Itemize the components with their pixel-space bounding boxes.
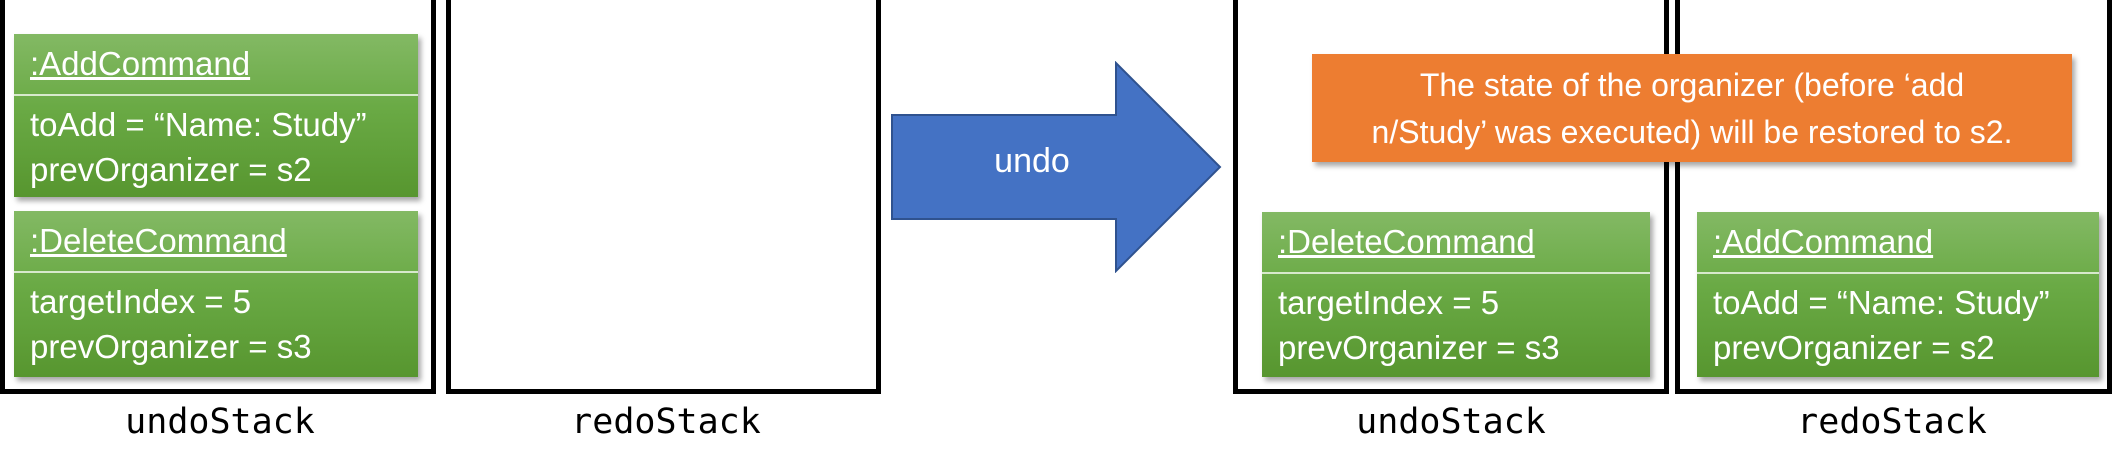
command-title: :DeleteCommand bbox=[1262, 212, 1650, 274]
redo-stack-before bbox=[446, 0, 881, 394]
command-title: :AddCommand bbox=[14, 34, 418, 96]
command-title: :AddCommand bbox=[1697, 212, 2099, 274]
restore-note: The state of the organizer (before ‘add … bbox=[1312, 54, 2072, 162]
command-field-to-add: toAdd = “Name: Study” bbox=[30, 106, 367, 143]
redo-stack-label: redoStack bbox=[571, 402, 761, 442]
undo-arrow-label: undo bbox=[994, 142, 1070, 180]
command-field-prev-organizer: prevOrganizer = s3 bbox=[1278, 329, 1560, 366]
command-field-prev-organizer: prevOrganizer = s2 bbox=[1713, 329, 1995, 366]
undo-stack-after bbox=[1233, 0, 1669, 394]
add-command-box: :AddCommand toAdd = “Name: Study” prevOr… bbox=[1697, 212, 2099, 377]
redo-stack-label: redoStack bbox=[1797, 402, 1987, 442]
command-field-target-index: targetIndex = 5 bbox=[30, 283, 252, 320]
note-line: n/Study’ was executed) will be restored … bbox=[1371, 114, 2013, 150]
command-field-target-index: targetIndex = 5 bbox=[1278, 284, 1500, 321]
delete-command-box: :DeleteCommand targetIndex = 5 prevOrgan… bbox=[1262, 212, 1650, 377]
undo-arrow-icon bbox=[891, 61, 1222, 273]
undo-stack-label: undoStack bbox=[125, 402, 315, 442]
command-field-prev-organizer: prevOrganizer = s2 bbox=[30, 151, 312, 188]
command-field-to-add: toAdd = “Name: Study” bbox=[1713, 284, 2050, 321]
undo-stack-label: undoStack bbox=[1356, 402, 1546, 442]
delete-command-box: :DeleteCommand targetIndex = 5 prevOrgan… bbox=[14, 211, 418, 377]
redo-stack-after bbox=[1675, 0, 2112, 394]
add-command-box: :AddCommand toAdd = “Name: Study” prevOr… bbox=[14, 34, 418, 197]
command-field-prev-organizer: prevOrganizer = s3 bbox=[30, 328, 312, 365]
undo-stack-before bbox=[0, 0, 436, 394]
note-line: The state of the organizer (before ‘add bbox=[1419, 67, 1965, 103]
command-title: :DeleteCommand bbox=[14, 211, 418, 273]
